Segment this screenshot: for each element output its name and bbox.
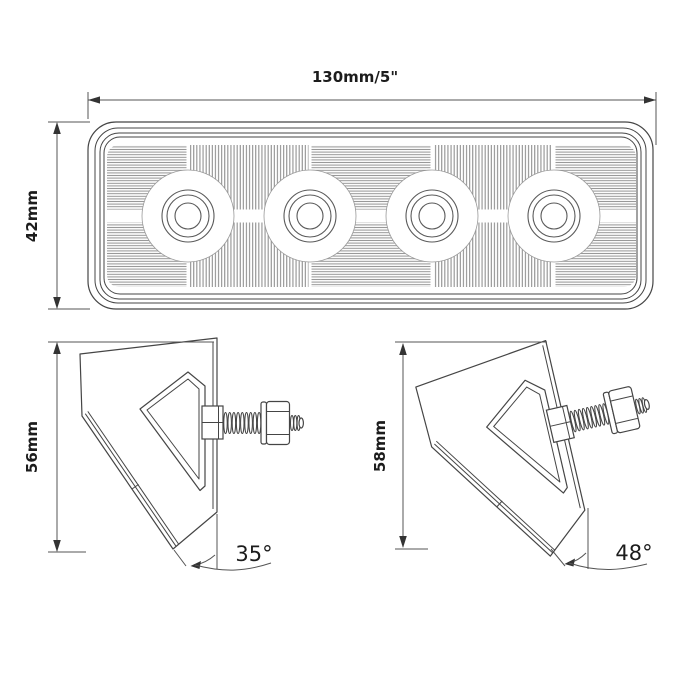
side-view-35-angle-label: 35° xyxy=(235,542,272,566)
side-view-35-height-label: 56mm xyxy=(23,421,41,473)
side-view-35-body xyxy=(79,337,304,550)
height-dimension-label: 42mm xyxy=(23,190,41,242)
led-lenses xyxy=(141,169,601,263)
side-view-48-angle-label: 48° xyxy=(615,541,652,565)
width-dimension: 130mm/5" xyxy=(87,68,657,145)
led-lens-2 xyxy=(263,169,357,263)
side-view-48-height-label: 58mm xyxy=(371,420,389,472)
led-lens-4 xyxy=(507,169,601,263)
side-view-48-height-dimension: 58mm xyxy=(371,341,547,550)
side-view-48-body xyxy=(411,320,678,578)
side-view-35-height-dimension: 56mm xyxy=(23,341,214,553)
side-view-48-angle-annotation: 48° xyxy=(550,508,653,571)
side-view-48: 58mm 48° xyxy=(371,320,678,578)
front-view xyxy=(87,121,654,310)
height-dimension: 42mm xyxy=(23,121,90,310)
width-dimension-label: 130mm/5" xyxy=(312,68,398,86)
led-lens-1 xyxy=(141,169,235,263)
led-lens-3 xyxy=(385,169,479,263)
side-view-35: 56mm 35° xyxy=(23,337,304,571)
side-view-35-angle-annotation: 35° xyxy=(173,514,273,571)
